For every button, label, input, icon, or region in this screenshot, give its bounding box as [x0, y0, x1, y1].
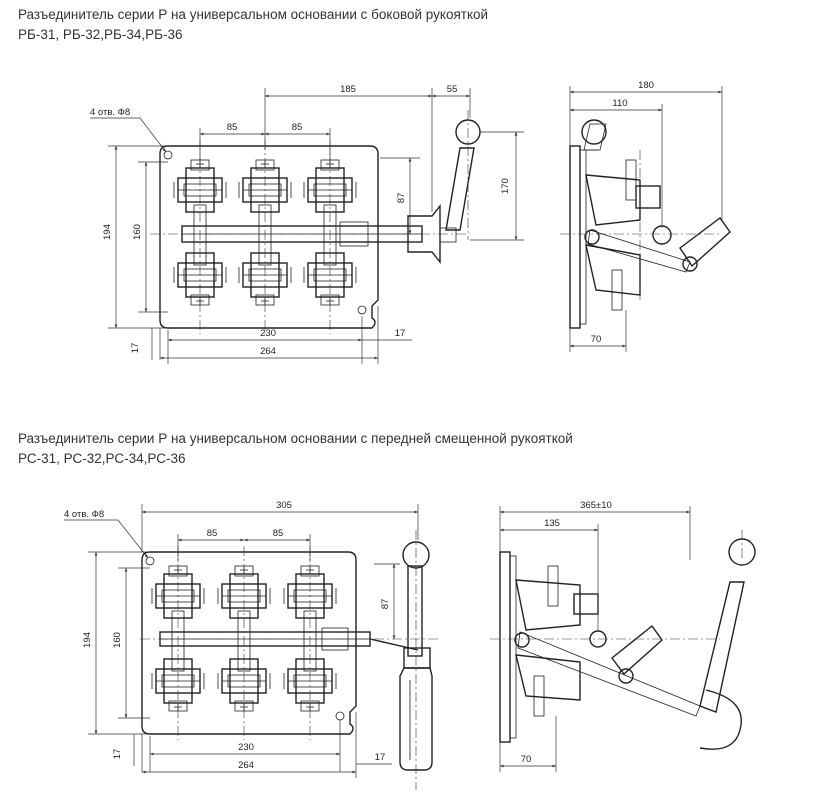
- dim-160: 160: [132, 224, 143, 240]
- dim-365: 365±10: [580, 500, 612, 511]
- side-view-2-dimensions: 365±10 135 70: [499, 500, 691, 772]
- dim-17-right: 17: [395, 328, 406, 339]
- dim-264: 264: [260, 346, 276, 357]
- dim-135: 135: [544, 518, 560, 529]
- dim-194-2: 194: [82, 632, 93, 648]
- dim-85-d: 85: [273, 528, 284, 539]
- dim-160-2: 160: [112, 632, 123, 648]
- dim-230-2: 230: [238, 742, 254, 753]
- dim-55: 55: [447, 84, 458, 95]
- hole-note-1: 4 отв. Ф8: [90, 107, 130, 118]
- front-view-1-dimensions: 185 55 85 85 87 170 194 160 17: [90, 84, 524, 364]
- dim-180: 180: [638, 80, 654, 91]
- section1-models: РБ-31, РБ-32,РБ-34,РБ-36: [18, 27, 183, 42]
- front-view-2-dimensions: 305 85 85 87 194 160 17 230 264 17 4 отв…: [64, 500, 419, 778]
- side-view-1: [560, 119, 731, 329]
- side-view-1-dimensions: 180 110 70: [569, 80, 723, 352]
- dim-305: 305: [276, 500, 292, 511]
- dim-85-a: 85: [227, 122, 238, 133]
- section2-title: Разъединитель серии Р на универсальном о…: [18, 431, 573, 446]
- hole-note-2: 4 отв. Ф8: [64, 509, 104, 520]
- dim-17-left: 17: [130, 343, 141, 354]
- dim-264-2: 264: [238, 760, 254, 771]
- dim-17-left-2: 17: [112, 749, 123, 760]
- dim-85-c: 85: [207, 528, 218, 539]
- dim-230: 230: [260, 328, 276, 339]
- section2-models: РС-31, РС-32,РС-34,РС-36: [18, 451, 186, 466]
- front-view-2: [140, 530, 440, 790]
- dim-194: 194: [102, 224, 113, 240]
- dim-85-b: 85: [292, 122, 303, 133]
- dim-87: 87: [396, 193, 407, 204]
- dim-87-2: 87: [380, 599, 391, 610]
- dim-17-right-2: 17: [375, 752, 386, 763]
- section1-title: Разъединитель серии Р на универсальном о…: [18, 7, 489, 22]
- dim-70-2: 70: [521, 754, 532, 765]
- side-view-2: [490, 530, 756, 750]
- dim-70-1: 70: [591, 334, 602, 345]
- dim-170: 170: [500, 178, 511, 194]
- dim-185: 185: [340, 84, 356, 95]
- dim-110: 110: [612, 98, 627, 109]
- front-view-1: [150, 110, 481, 334]
